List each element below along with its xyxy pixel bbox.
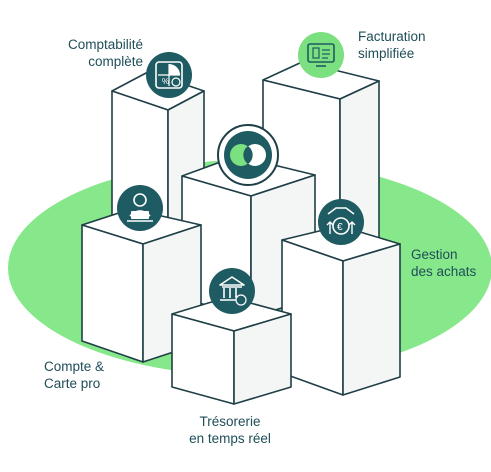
invoice-screen-icon — [298, 32, 344, 78]
label-compte-line2: Carte pro — [44, 376, 101, 391]
label-facturation-line2: simplifiée — [358, 46, 415, 61]
label-achats-line1: Gestion — [411, 247, 458, 262]
svg-text:€: € — [337, 222, 343, 233]
user-laptop-icon — [117, 185, 163, 231]
label-compte-line1: Compte & — [44, 359, 105, 374]
brand-logo-icon — [217, 124, 279, 186]
label-achats-line2: des achats — [411, 264, 477, 279]
label-tresorerie: Trésorerie en temps réel — [170, 413, 290, 447]
label-comptabilite-line1: Comptabilité — [67, 37, 143, 52]
label-tresorerie-line1: Trésorerie — [199, 414, 261, 429]
block-achats — [281, 225, 401, 396]
label-facturation: Facturation simplifiée — [358, 28, 478, 62]
pie-chart-calculator-icon: % — [146, 52, 192, 98]
bank-euro-icon — [209, 268, 255, 314]
label-facturation-line1: Facturation — [358, 29, 426, 44]
svg-text:%: % — [162, 77, 169, 86]
label-comptabilite-line2: complète — [88, 54, 143, 69]
handshake-euro-icon: € — [318, 199, 364, 245]
label-achats: Gestion des achats — [411, 246, 489, 280]
label-comptabilite: Comptabilité complète — [30, 36, 143, 70]
block-tresorerie — [171, 296, 292, 405]
label-tresorerie-line2: en temps réel — [189, 431, 271, 446]
label-compte: Compte & Carte pro — [44, 358, 134, 392]
